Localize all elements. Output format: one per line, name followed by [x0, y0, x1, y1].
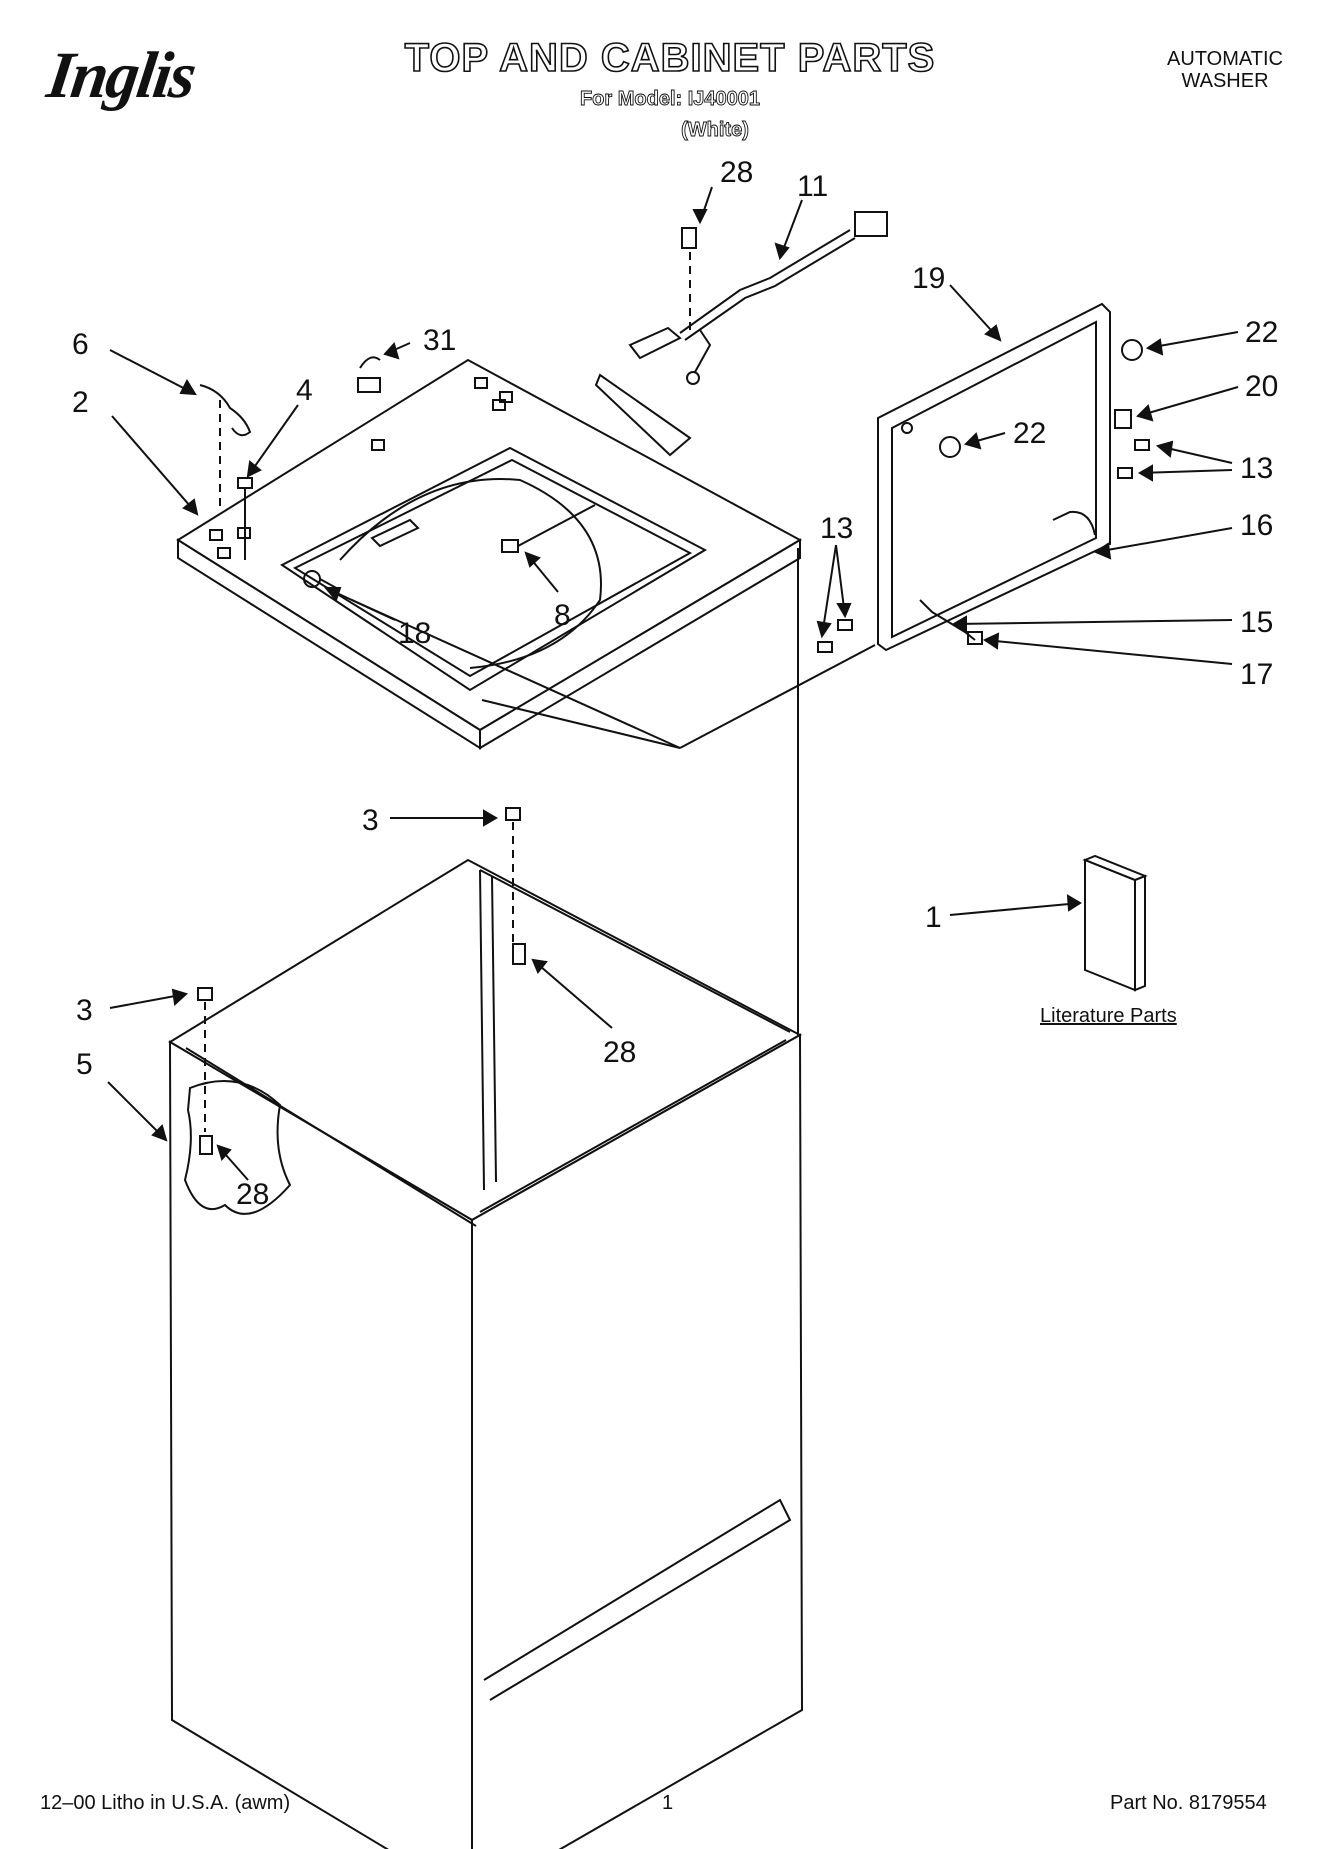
callout-3-pad-lower: 3	[76, 994, 93, 1027]
callout-8-screw: 8	[554, 599, 571, 632]
callout-11-harness: 11	[797, 170, 828, 203]
callout-3-pad-upper: 3	[362, 804, 379, 837]
callout-2-top: 2	[72, 386, 89, 419]
callout-numbers: 28 11 19 22 6 31 4 2 20 22 13 13 16 8 18…	[72, 156, 1278, 1211]
product-line-2: WASHER	[1181, 70, 1269, 92]
variant-label: (White)	[681, 119, 750, 142]
washer-lid	[817, 302, 1150, 653]
footer-page-number: 1	[662, 1792, 674, 1814]
model-line: For Model: IJ40001	[579, 88, 761, 111]
callout-28-switch-screw: 28	[720, 156, 753, 189]
leader-lines	[107, 186, 1239, 1181]
callout-6-clip: 6	[72, 328, 89, 361]
callout-16-hinge: 16	[1240, 509, 1273, 542]
callout-20-latch: 20	[1245, 370, 1278, 403]
lid-switch-harness	[628, 211, 888, 385]
product-type: AUTOMATIC WASHER	[1150, 48, 1300, 92]
callout-22-bumper-upper: 22	[1245, 316, 1278, 349]
footer-part-number: Part No. 8179554	[1110, 1792, 1267, 1814]
callout-15-rod: 15	[1240, 606, 1273, 639]
callout-31-bracket: 31	[423, 324, 456, 357]
callout-22-bumper-lower: 22	[1013, 417, 1046, 450]
literature-booklet	[1082, 854, 1148, 992]
callout-28-cabinet-screw-left: 28	[236, 1178, 269, 1211]
callout-13-screw-left: 13	[820, 512, 853, 545]
washer-cabinet	[168, 548, 804, 1849]
callout-19-lid: 19	[912, 262, 945, 295]
page-title: TOP AND CABINET PARTS	[404, 35, 936, 81]
callout-28-cabinet-screw-right: 28	[603, 1036, 636, 1069]
footer-litho: 12–00 Litho in U.S.A. (awm)	[40, 1792, 291, 1814]
callout-1-literature: 1	[925, 901, 942, 934]
callout-4-pad: 4	[296, 374, 313, 407]
washer-top	[176, 356, 876, 750]
product-line-1: AUTOMATIC	[1167, 48, 1283, 70]
callout-13-screw-right: 13	[1240, 452, 1273, 485]
callout-5-cabinet: 5	[76, 1048, 93, 1081]
callout-18-nozzle: 18	[398, 617, 431, 650]
literature-parts-label: Literature Parts	[1040, 1005, 1177, 1027]
callout-17-bushing: 17	[1240, 658, 1273, 691]
